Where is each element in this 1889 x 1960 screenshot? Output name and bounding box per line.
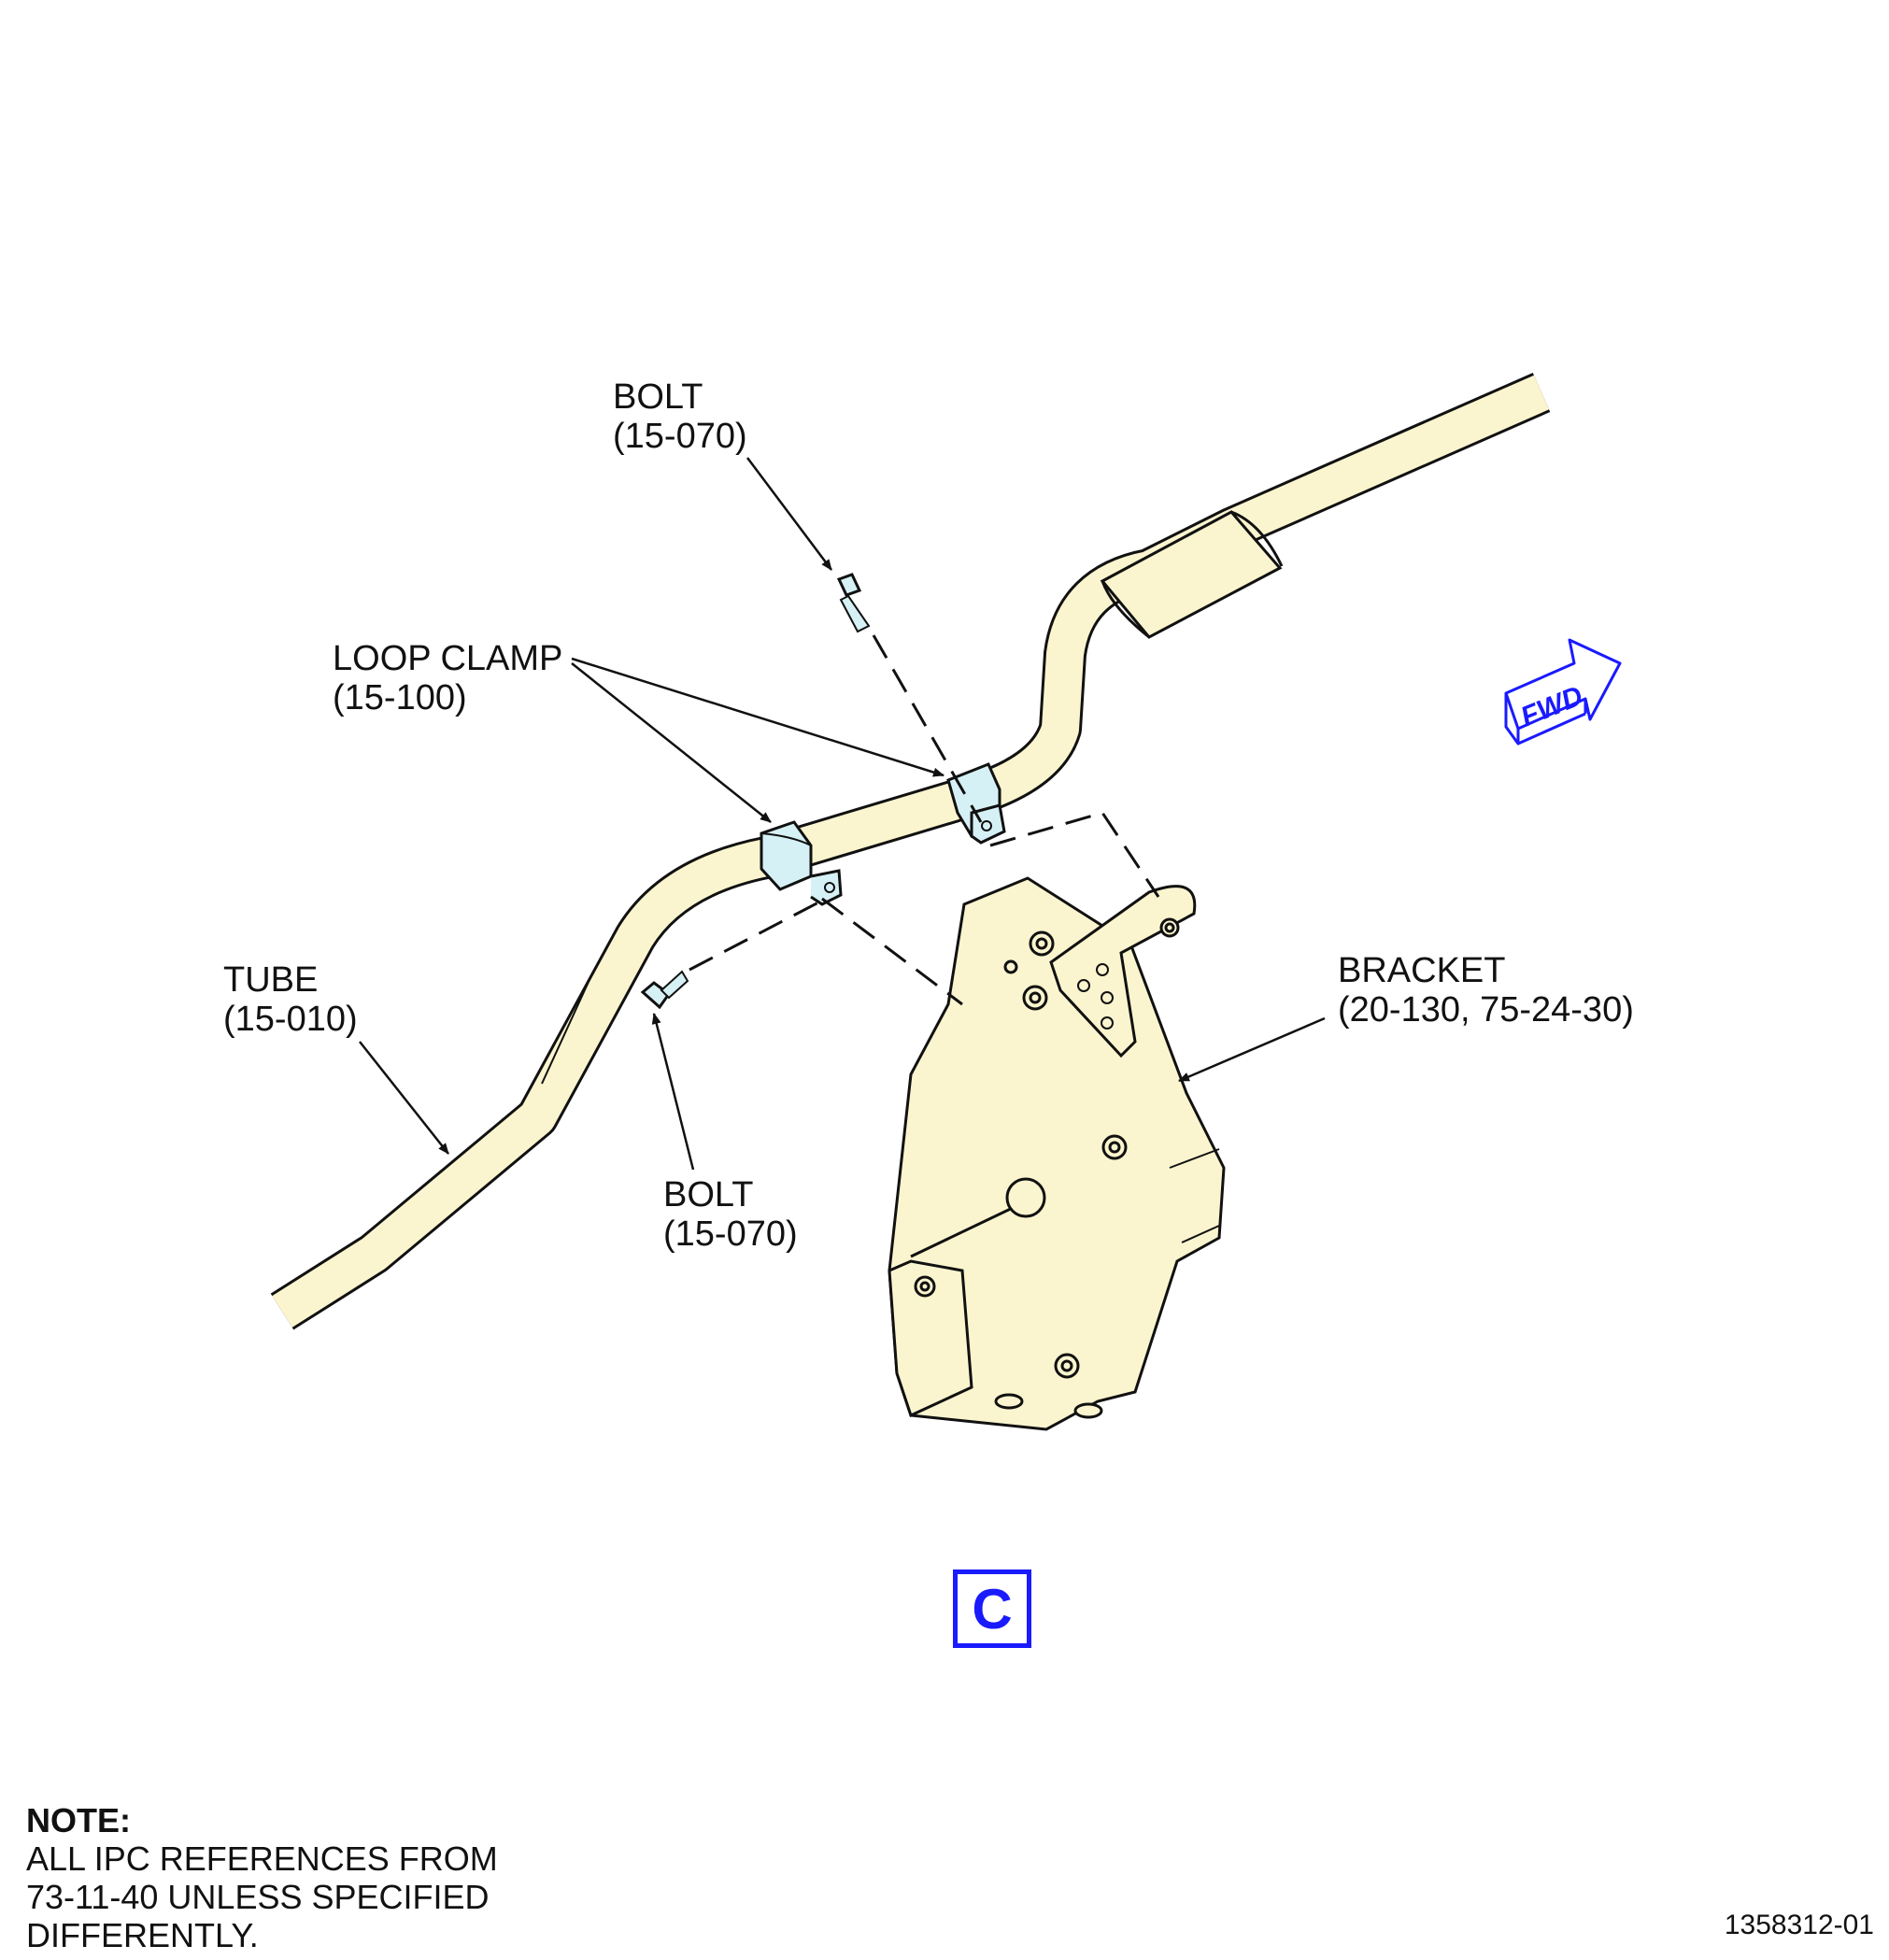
figure-number: 1358312-01: [1724, 1910, 1874, 1940]
bolt-top: [836, 573, 871, 633]
callout-tube-ref: (15-010): [223, 1000, 358, 1039]
callout-bolt-top-ref: (15-070): [613, 417, 747, 456]
note-line: DIFFERENTLY.: [26, 1916, 259, 1954]
callout-bracket-ref: (20-130, 75-24-30): [1338, 990, 1634, 1030]
view-label: C: [953, 1569, 1031, 1648]
note-line: ALL IPC REFERENCES FROM: [26, 1839, 498, 1878]
bracket: [888, 876, 1226, 1431]
callout-bolt-top-name: BOLT: [613, 377, 703, 417]
loop-clamp-left: [760, 820, 843, 906]
tube-sleeve: [1100, 510, 1284, 639]
callout-bracket: BRACKET (20-130, 75-24-30): [1338, 951, 1634, 1030]
tube: [270, 372, 1551, 1330]
callout-bolt-bottom-ref: (15-070): [663, 1214, 798, 1254]
callout-tube-name: TUBE: [223, 960, 319, 1000]
leader-lines: [359, 457, 1326, 1171]
callout-loop-clamp-name: LOOP CLAMP: [333, 639, 563, 678]
callout-bolt-bottom: BOLT (15-070): [663, 1175, 798, 1254]
assembly-lines: [689, 634, 1160, 1006]
note-line: 73-11-40 UNLESS SPECIFIED: [26, 1878, 490, 1916]
note-title: NOTE:: [26, 1801, 131, 1839]
loop-clamp-right: [946, 762, 1006, 845]
note-block: NOTE: ALL IPC REFERENCES FROM 73-11-40 U…: [26, 1801, 498, 1954]
callout-tube: TUBE (15-010): [223, 960, 358, 1039]
callout-bolt-top: BOLT (15-070): [613, 377, 747, 456]
callout-bracket-name: BRACKET: [1338, 951, 1506, 990]
callout-bolt-bottom-name: BOLT: [663, 1175, 754, 1214]
callout-loop-clamp-ref: (15-100): [333, 678, 467, 717]
fwd-arrow-icon: FWD: [1504, 638, 1622, 746]
bolt-bottom: [640, 970, 689, 1010]
callout-loop-clamp: LOOP CLAMP (15-100): [333, 639, 562, 717]
